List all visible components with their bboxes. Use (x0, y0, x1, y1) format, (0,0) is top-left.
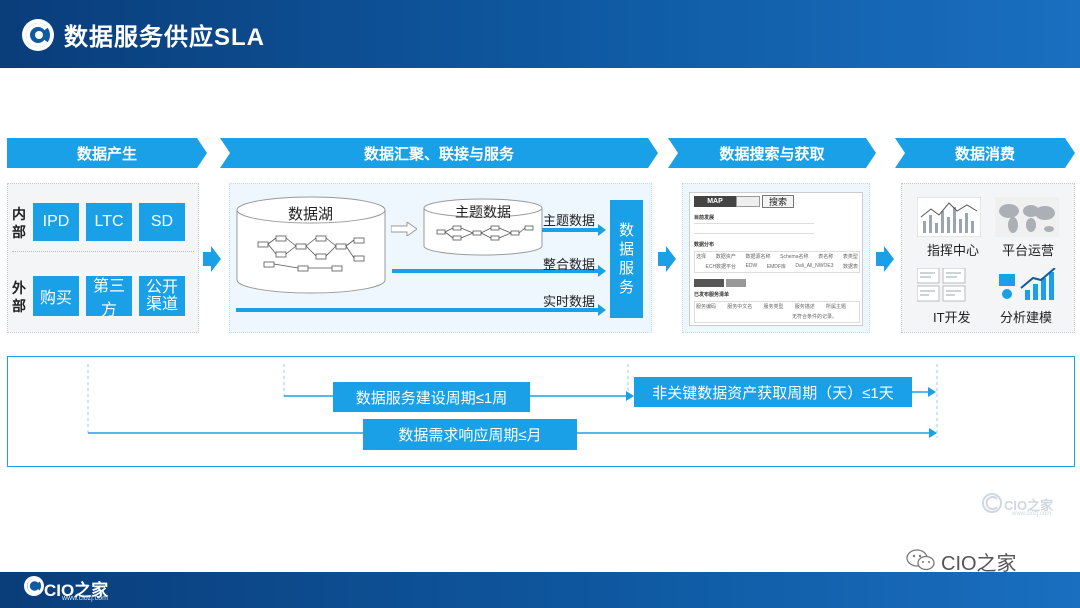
flow-theme-label: 主题数据 (543, 213, 596, 228)
map-search-button[interactable]: 搜索 (762, 195, 794, 208)
sla-respond-cycle: 数据需求响应周期≤月 (363, 419, 577, 450)
footer-logo-icon (23, 575, 45, 602)
map-table-header: 选择 数据资产 数据源名称 Schema名称 表名称 表类型 (696, 253, 858, 260)
wechat-label: CIO之家 (941, 553, 1017, 575)
map-brand-text: MAP (707, 198, 723, 205)
it-dev-icon (916, 267, 971, 307)
footer-logo-text: CIO之家 (44, 581, 109, 600)
data-lake-label: 数据湖 (288, 206, 334, 223)
sla-frame (7, 356, 1075, 467)
command-center-icon (916, 196, 982, 242)
flow-arrow-icon (203, 246, 221, 277)
source-sd: SD (139, 203, 185, 241)
footer-url: www.ciozj.com (62, 595, 108, 602)
analytics-icon (997, 267, 1057, 307)
map-service-table (694, 301, 860, 323)
sla-timeline (7, 356, 1075, 472)
stage-label: 数据产生 (76, 145, 137, 163)
map-table (694, 251, 860, 273)
map-action-button[interactable] (726, 279, 746, 287)
map-search-screenshot: MAP 搜索 目前发展 数据分布 选择 数据资产 数据源名称 Schema名称 … (689, 192, 863, 326)
map-th: 选择 (696, 254, 707, 260)
map-action-button[interactable] (694, 279, 724, 287)
sla-build-cycle: 数据服务建设周期≤1周 (333, 382, 530, 412)
flow-realtime-label: 实时数据 (543, 294, 596, 309)
map-section-distribution: 数据分布 (694, 242, 715, 248)
map-section-current: 目前发展 (694, 215, 715, 221)
map-th: 服务描述 (794, 304, 815, 310)
map-th: 表类型 (842, 254, 858, 260)
flow-arrow-icon (658, 246, 676, 277)
internal-label: 内部 (12, 206, 26, 240)
map-search-input[interactable] (736, 196, 760, 207)
stage-data-search: 数据搜索与获取 (668, 138, 876, 168)
cio-logo-icon (20, 17, 56, 53)
data-service-label: 数据服务 (618, 222, 634, 296)
header-bar (0, 0, 1080, 68)
watermark-logo-icon (982, 493, 1002, 518)
map-td: 数据表 (842, 264, 858, 270)
map-th: 数据源名称 (745, 254, 771, 260)
world-map-icon (995, 197, 1059, 242)
footer-bar (0, 572, 1080, 608)
stage-label: 数据消费 (954, 145, 1015, 163)
sources-divider (12, 251, 194, 252)
stage-label: 数据汇聚、联接与服务 (363, 145, 514, 163)
sla-acquire-cycle: 非关键数据资产获取周期（天）≤1天 (634, 377, 912, 407)
watermark-url: www.ciozj.com (1012, 511, 1052, 517)
map-service-header: 服务编码 服务中文名 服务类型 服务描述 所属主题 (696, 303, 846, 310)
consume-it-dev: IT开发 (933, 310, 971, 325)
map-th: 服务编码 (696, 304, 717, 310)
external-label: 外部 (12, 280, 26, 314)
map-section-services: 已发布服务清单 (694, 292, 730, 298)
flow-integrated-label: 整合数据 (543, 257, 596, 272)
consume-analytics: 分析建模 (1000, 310, 1053, 325)
map-th: Schema名称 (780, 254, 809, 260)
map-service-empty: 无符合条件的记录。 (792, 314, 838, 320)
flow-arrows (236, 222, 608, 323)
map-placeholder-lines (694, 223, 814, 234)
source-ipd: IPD (33, 203, 79, 241)
source-ltc: LTC (86, 203, 132, 241)
map-th: 服务类型 (763, 304, 784, 310)
page-title: 数据服务供应SLA (64, 24, 265, 51)
map-th: 表名称 (818, 254, 834, 260)
watermark-text: CIO之家 (1004, 498, 1054, 513)
flow-arrow-icon (876, 246, 894, 277)
map-th: 服务中文名 (727, 304, 753, 310)
map-td: Dali_All_NWOE3 (795, 263, 834, 269)
source-public: 公开渠道 (139, 276, 185, 316)
map-th: 数据资产 (715, 254, 736, 260)
map-td: EDW (745, 263, 758, 269)
lake-to-theme-arrow-icon (390, 221, 418, 241)
consume-command-center: 指挥中心 (927, 243, 980, 258)
theme-data-cylinder (423, 198, 543, 256)
data-lake-cylinder (236, 196, 386, 294)
wechat-icon (906, 548, 936, 577)
map-th: 所属主题 (825, 304, 846, 310)
map-table-row: ECH数据平台 EDW EMDF库 Dali_All_NWOE3 数据表 (696, 263, 859, 270)
stage-label: 数据搜索与获取 (719, 145, 825, 163)
theme-data-label: 主题数据 (455, 204, 511, 220)
stage-data-generation: 数据产生 (7, 138, 207, 168)
stage-data-convergence: 数据汇聚、联接与服务 (220, 138, 658, 168)
stage-data-consumption: 数据消费 (895, 138, 1075, 168)
consume-platform-ops: 平台运营 (1002, 243, 1055, 258)
map-td: EMDF库 (766, 264, 786, 270)
source-purchase: 购买 (33, 276, 79, 316)
map-brand: MAP (694, 196, 736, 207)
map-td: ECH数据平台 (705, 264, 737, 270)
data-service-box: 数据服务 (610, 200, 643, 318)
source-third-party: 第三方 (86, 276, 132, 319)
